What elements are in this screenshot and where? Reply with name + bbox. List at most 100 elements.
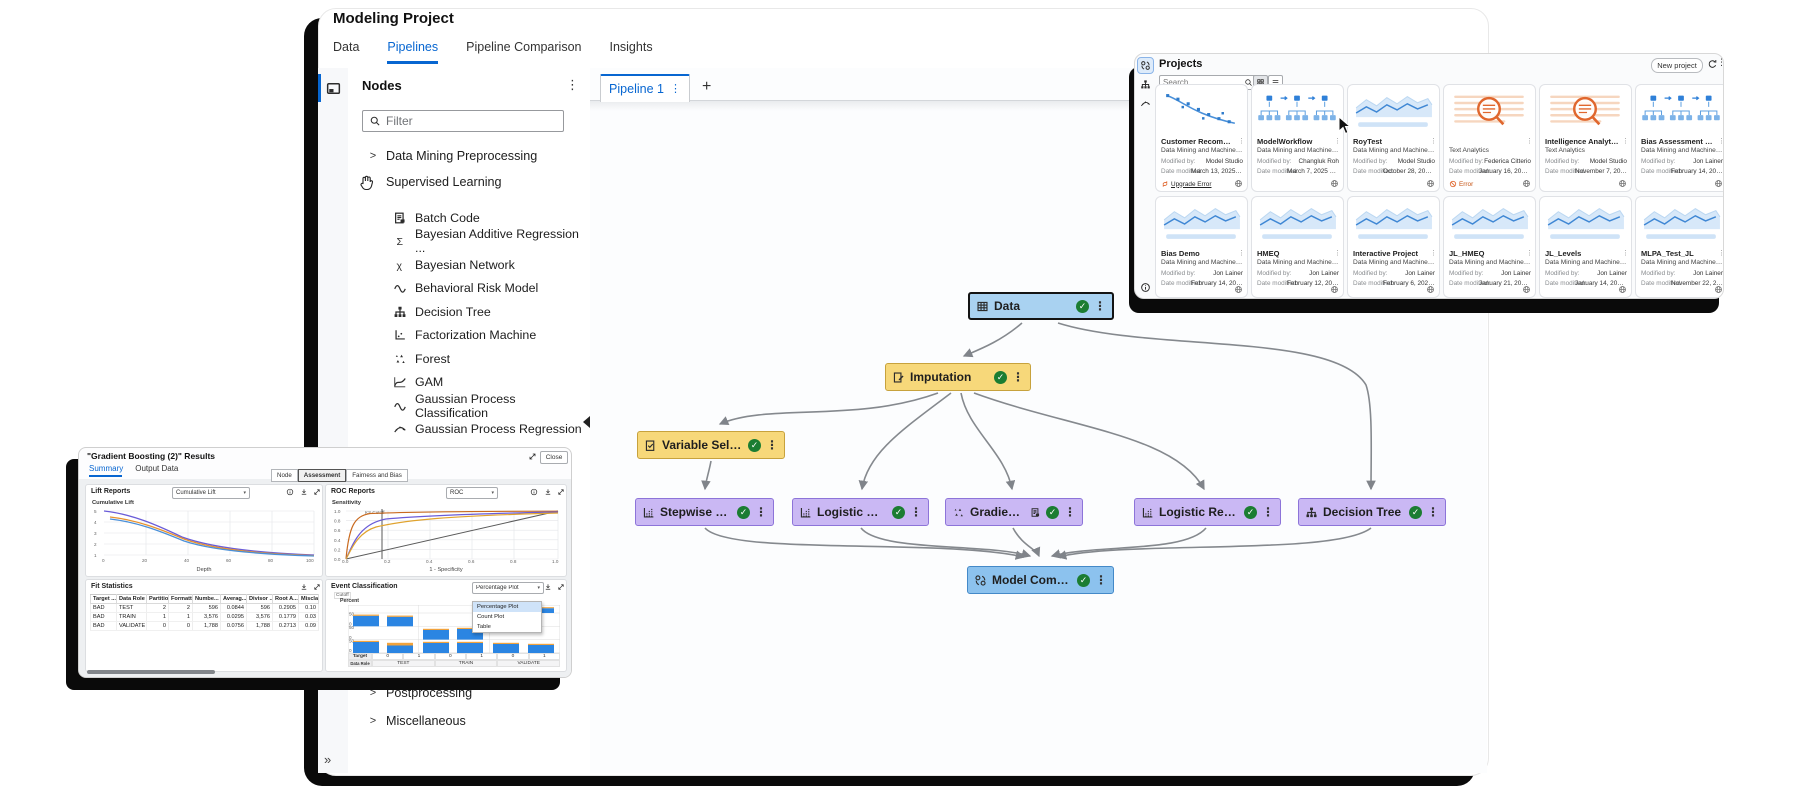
- expand-icon[interactable]: [313, 488, 321, 496]
- node-item-gaussian-process-classification[interactable]: Gaussian Process Classification: [348, 396, 590, 415]
- nodes-panel-icon[interactable]: [325, 80, 342, 97]
- project-card[interactable]: Bias Demo⋮ Data Mining and Machine Learn…: [1155, 196, 1248, 298]
- project-card[interactable]: Interactive Project⋮ Data Mining and Mac…: [1347, 196, 1440, 298]
- project-card[interactable]: Intelligence Analytics (Read-O...⋮ Text …: [1539, 84, 1632, 192]
- node-menu-icon[interactable]: ⋮: [1094, 300, 1106, 312]
- results-horizontal-scrollbar[interactable]: [87, 670, 215, 674]
- group-data-mining-preprocessing[interactable]: > Data Mining Preprocessing: [348, 146, 537, 165]
- sidebar-collapse-handle[interactable]: [583, 416, 590, 428]
- node-item-factorization-machine[interactable]: Factorization Machine: [348, 326, 536, 345]
- projects-nav-pipelines-icon[interactable]: [1138, 58, 1153, 73]
- card-menu-icon[interactable]: ⋮: [1334, 249, 1341, 257]
- node-menu-icon[interactable]: ⋮: [1262, 506, 1274, 518]
- node-menu-icon[interactable]: ⋮: [1427, 506, 1439, 518]
- expand-panel-button[interactable]: »: [324, 752, 331, 767]
- node-menu-icon[interactable]: ⋮: [1012, 371, 1024, 383]
- node-menu-icon[interactable]: ⋮: [1095, 574, 1107, 586]
- node-menu-icon[interactable]: ⋮: [766, 439, 778, 451]
- card-menu-icon[interactable]: ⋮: [1430, 249, 1437, 257]
- group-postprocessing[interactable]: > Postprocessing: [348, 683, 472, 702]
- group-miscellaneous[interactable]: > Miscellaneous: [348, 711, 466, 730]
- project-card[interactable]: Bias Assessment and Mitigation⋮ Data Min…: [1635, 84, 1724, 192]
- info-icon[interactable]: [286, 488, 294, 496]
- pipeline-node-data[interactable]: Data ✓ ⋮: [968, 292, 1114, 320]
- menu-item-percentage-plot[interactable]: Percentage Plot: [473, 602, 541, 612]
- node-item-batch-code[interactable]: Batch Code: [348, 208, 480, 227]
- menu-item-count-plot[interactable]: Count Plot: [473, 612, 541, 622]
- project-card[interactable]: Customer Recommendation E...⋮ Data Minin…: [1155, 84, 1248, 192]
- download-icon[interactable]: [544, 583, 552, 591]
- project-card[interactable]: JL_Levels⋮ Data Mining and Machine Learn…: [1539, 196, 1632, 298]
- close-button[interactable]: Close: [540, 451, 568, 464]
- pipeline-node-logistic-regression-2[interactable]: Logistic Regre... ✓ ⋮: [1134, 498, 1281, 526]
- tab-output-data[interactable]: Output Data: [135, 464, 178, 473]
- node-item-bayesian-network[interactable]: Bayesian Network: [348, 255, 515, 274]
- node-item-gaussian-process-regression[interactable]: Gaussian Process Regression: [348, 420, 582, 439]
- group-supervised-learning[interactable]: Supervised Learning: [348, 172, 502, 191]
- tab-pipelines[interactable]: Pipelines: [387, 40, 438, 64]
- pipeline-node-model-comparison[interactable]: Model Compa... ✓ ⋮: [967, 566, 1114, 594]
- node-item-behavioral-risk-model[interactable]: Behavioral Risk Model: [348, 279, 538, 298]
- card-menu-icon[interactable]: ⋮: [1334, 137, 1341, 145]
- lift-select[interactable]: Cumulative Lift▾: [172, 487, 250, 499]
- maximize-icon[interactable]: [528, 452, 537, 461]
- project-card[interactable]: MLPA_Test_JL⋮ Data Mining and Machine Le…: [1635, 196, 1724, 298]
- projects-menu-icon[interactable]: ⋮: [1717, 57, 1724, 68]
- project-card[interactable]: ⋮ Text Analytics Modified by:Federica Ci…: [1443, 84, 1536, 192]
- table-row[interactable]: BADTEST225960.08445960.29050.10: [91, 604, 319, 613]
- node-menu-icon[interactable]: ⋮: [1064, 506, 1076, 518]
- segment-node[interactable]: Node: [271, 469, 298, 482]
- download-icon[interactable]: [544, 488, 552, 496]
- table-row[interactable]: BADTRAIN113,5760.02953,5760.17790.03: [91, 613, 319, 622]
- node-item-bayesian-additive[interactable]: Bayesian Additive Regression ...: [348, 232, 590, 251]
- node-item-forest[interactable]: Forest: [348, 349, 450, 368]
- pipeline-node-variable-selection[interactable]: Variable Select... ✓ ⋮: [637, 431, 785, 459]
- table-row[interactable]: BADVALIDATE001,7880.07561,7880.27130.09: [91, 622, 319, 631]
- pipeline-tab-menu-icon[interactable]: ⋮: [670, 84, 681, 95]
- project-card[interactable]: JL_HMEQ⋮ Data Mining and Machine Learnin…: [1443, 196, 1536, 298]
- card-menu-icon[interactable]: ⋮: [1526, 137, 1533, 145]
- tab-pipeline-comparison[interactable]: Pipeline Comparison: [466, 40, 581, 64]
- pipeline-tab[interactable]: Pipeline 1 ⋮: [600, 74, 690, 102]
- expand-icon[interactable]: [313, 583, 321, 591]
- event-plot-select[interactable]: Percentage Plot▾: [472, 582, 544, 594]
- card-menu-icon[interactable]: ⋮: [1718, 249, 1724, 257]
- projects-nav-help-icon[interactable]: [1138, 280, 1153, 295]
- projects-nav-models-icon[interactable]: [1138, 96, 1153, 111]
- roc-select[interactable]: ROC▾: [446, 487, 498, 499]
- segment-assessment[interactable]: Assessment: [298, 469, 346, 482]
- expand-icon[interactable]: [557, 488, 565, 496]
- download-icon[interactable]: [300, 583, 308, 591]
- pipeline-node-imputation[interactable]: Imputation ✓ ⋮: [885, 363, 1031, 391]
- download-icon[interactable]: [300, 488, 308, 496]
- upgrade-error-link[interactable]: Upgrade Error: [1161, 180, 1212, 188]
- pipeline-node-gradient-boosting[interactable]: Gradient Bo... ✓ ⋮: [945, 498, 1083, 526]
- card-menu-icon[interactable]: ⋮: [1430, 137, 1437, 145]
- projects-nav-flows-icon[interactable]: [1138, 77, 1153, 92]
- tab-summary[interactable]: Summary: [89, 464, 123, 473]
- project-card[interactable]: ModelWorkflow⋮ Data Mining and Machine L…: [1251, 84, 1344, 192]
- node-menu-icon[interactable]: ⋮: [910, 506, 922, 518]
- segment-fairness[interactable]: Fairness and Bias: [346, 469, 408, 482]
- card-menu-icon[interactable]: ⋮: [1238, 249, 1245, 257]
- project-card[interactable]: RoyTest⋮ Data Mining and Machine Learnin…: [1347, 84, 1440, 192]
- pipeline-node-stepwise-logistic[interactable]: Stepwise Logis... ✓ ⋮: [635, 498, 774, 526]
- node-item-gam[interactable]: GAM: [348, 373, 443, 392]
- project-card[interactable]: HMEQ⋮ Data Mining and Machine Learning M…: [1251, 196, 1344, 298]
- tab-data[interactable]: Data: [333, 40, 359, 64]
- node-item-decision-tree[interactable]: Decision Tree: [348, 302, 491, 321]
- pipeline-node-decision-tree[interactable]: Decision Tree ✓ ⋮: [1298, 498, 1446, 526]
- card-menu-icon[interactable]: ⋮: [1622, 137, 1629, 145]
- card-menu-icon[interactable]: ⋮: [1526, 249, 1533, 257]
- pipeline-node-logistic-regression-1[interactable]: Logistic Regre... ✓ ⋮: [792, 498, 929, 526]
- card-menu-icon[interactable]: ⋮: [1718, 137, 1724, 145]
- tab-insights[interactable]: Insights: [609, 40, 652, 64]
- info-icon[interactable]: [530, 488, 538, 496]
- add-pipeline-button[interactable]: +: [702, 78, 711, 96]
- expand-icon[interactable]: [557, 583, 565, 591]
- new-project-button[interactable]: New project: [1651, 58, 1703, 73]
- card-menu-icon[interactable]: ⋮: [1238, 137, 1245, 145]
- card-menu-icon[interactable]: ⋮: [1622, 249, 1629, 257]
- menu-item-table[interactable]: Table: [473, 622, 541, 632]
- node-menu-icon[interactable]: ⋮: [755, 506, 767, 518]
